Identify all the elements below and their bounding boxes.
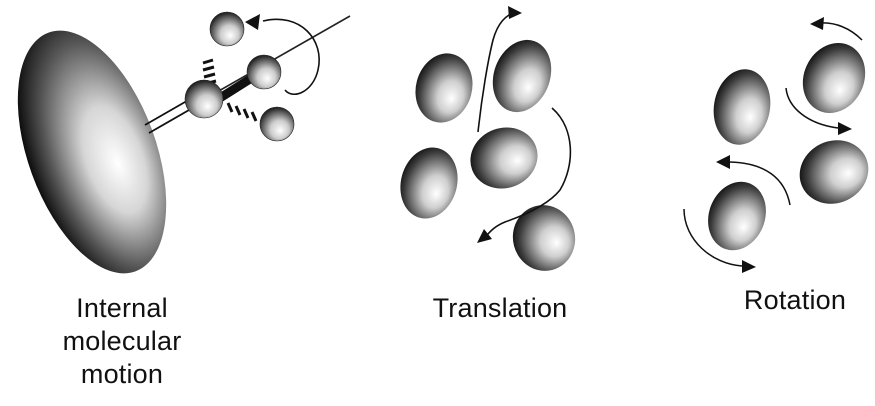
- rotation-molecule-1: [713, 69, 771, 145]
- caption-internal-molecular-motion: Internal molecular motion: [28, 292, 216, 391]
- translation-molecule-4: [400, 147, 458, 219]
- rotation-arrowhead-left-bottom: [742, 260, 756, 273]
- translation-path-arrowhead-bottom: [477, 229, 492, 243]
- rotation-arrowhead-left-top: [716, 155, 730, 169]
- atom-bottom: [259, 106, 295, 142]
- rotation-arrowhead-top: [810, 17, 824, 30]
- internal-rotation-arrowhead: [245, 14, 260, 30]
- translation-path-lower: [484, 107, 572, 239]
- translation-molecule-1: [415, 53, 473, 123]
- rotation-axis-line: [209, 15, 351, 97]
- translation-molecule-2: [492, 39, 552, 113]
- caption-internal-line-1: Internal: [76, 293, 168, 323]
- caption-internal-line-2: molecular: [62, 326, 182, 356]
- rotation-arrow-top: [819, 22, 863, 41]
- rotation-arrowhead-mid: [838, 122, 852, 135]
- translation-molecule-3: [470, 127, 538, 189]
- rotation-molecule-3: [799, 140, 869, 204]
- large-molecule-body: [17, 30, 167, 274]
- bond-line-upper: [144, 97, 193, 126]
- caption-translation: Translation: [432, 293, 568, 323]
- rotation-molecule-4: [708, 181, 766, 251]
- rotation-figure: [683, 17, 869, 273]
- internal-rotation-arrow: [262, 18, 320, 95]
- translation-path-arrowhead-top: [508, 6, 522, 19]
- rotation-molecule-2: [802, 42, 866, 114]
- rotation-arrow-left-top: [729, 161, 791, 206]
- atom-top: [209, 11, 245, 47]
- rotation-arrow-left-bottom: [683, 208, 743, 267]
- translation-molecule-5: [512, 205, 576, 271]
- atom-right: [246, 54, 282, 90]
- rotation-arrow-mid: [785, 87, 839, 129]
- hashed-bond-bottom: [226, 102, 258, 122]
- caption-internal-line-3: motion: [80, 359, 164, 389]
- bond-line-lower: [148, 105, 197, 134]
- translation-path-arrow: [477, 11, 515, 133]
- atom-center: [184, 79, 224, 119]
- caption-rotation: Rotation: [743, 285, 847, 315]
- internal-motion-figure: [17, 11, 351, 274]
- translation-figure: [400, 6, 576, 271]
